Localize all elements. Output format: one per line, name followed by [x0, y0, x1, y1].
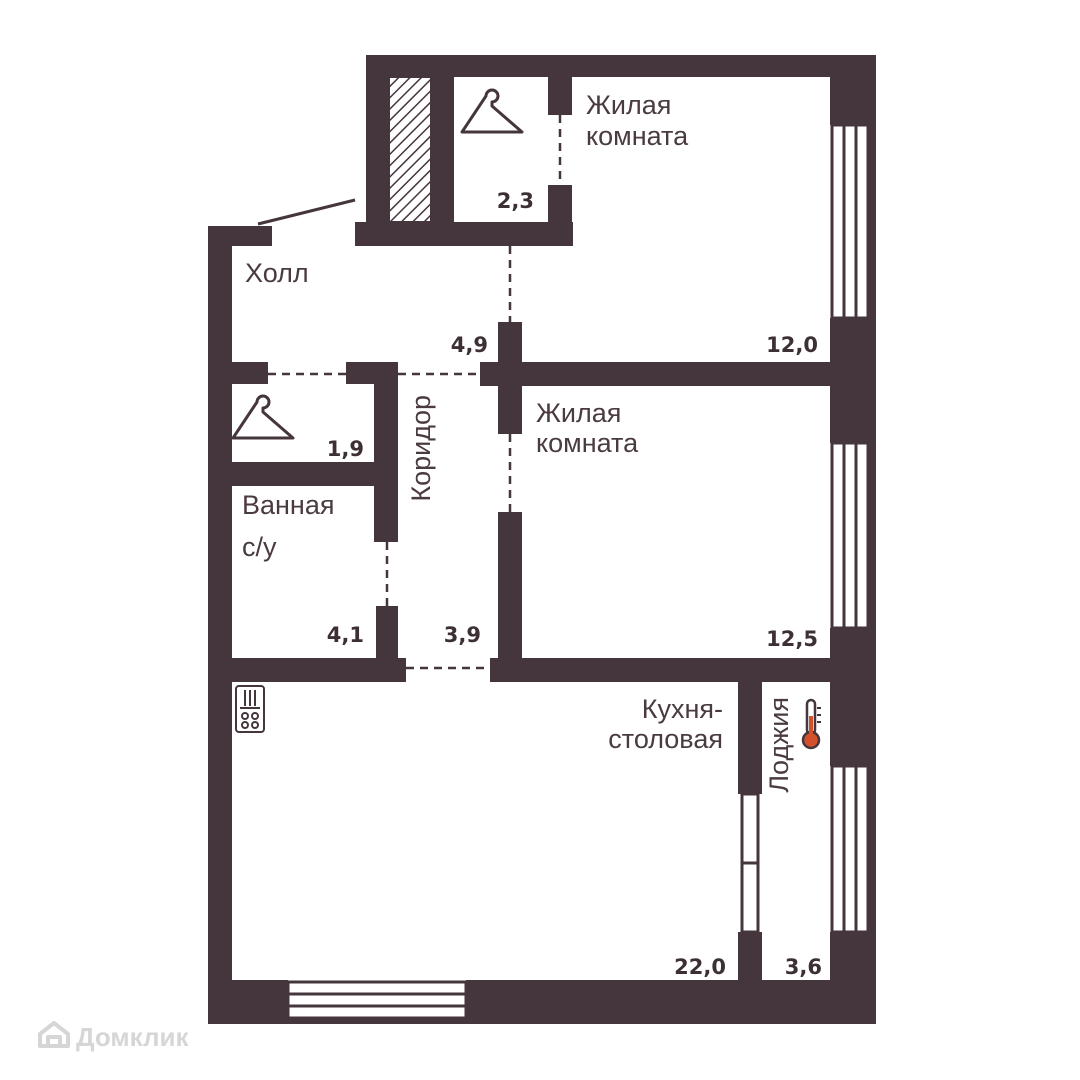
hanger-icon — [231, 394, 295, 440]
room-name-kitchen-line1: Кухня- — [642, 694, 723, 724]
area-bathroom: 4,1 — [327, 623, 364, 647]
area-wardrobe-left: 1,9 — [327, 437, 364, 461]
room-name-living-2-line2: комната — [536, 428, 639, 458]
thermometer-icon — [801, 698, 821, 750]
area-living-2: 12,5 — [766, 627, 818, 651]
room-name-corridor: Коридор — [406, 395, 436, 502]
room-name-living-1-line1: Жилая — [586, 90, 671, 120]
entrance-door — [257, 198, 356, 226]
room-name-hall: Холл — [245, 258, 309, 288]
openings — [268, 115, 562, 670]
area-living-1: 12,0 — [766, 333, 818, 357]
ventilation-shaft — [388, 76, 432, 223]
loggia-door — [740, 792, 760, 934]
watermark: Домклик — [38, 1021, 189, 1052]
window-living-1 — [830, 123, 870, 320]
area-loggia: 3,6 — [785, 955, 822, 979]
room-name-kitchen-line2: столовая — [608, 724, 723, 754]
area-hall: 4,9 — [451, 333, 488, 357]
room-name-living-2-line1: Жилая — [536, 398, 621, 428]
room-name-bathroom-line2: с/у — [242, 532, 277, 562]
area-corridor: 3,9 — [444, 623, 481, 647]
walls — [208, 55, 876, 1024]
windows — [286, 123, 870, 1020]
area-wardrobe-top: 2,3 — [497, 189, 534, 213]
window-living-2 — [830, 441, 870, 630]
room-name-bathroom-line1: Ванная — [242, 490, 334, 520]
house-logo-icon — [38, 1021, 70, 1048]
hanger-icon — [460, 88, 524, 134]
room-name-living-1-line2: комната — [586, 121, 689, 151]
window-loggia — [830, 764, 870, 934]
stove-icon — [235, 685, 265, 733]
room-name-loggia: Лоджия — [764, 697, 794, 793]
window-kitchen — [286, 980, 468, 1020]
watermark-text: Домклик — [76, 1022, 189, 1052]
area-kitchen: 22,0 — [674, 955, 726, 979]
